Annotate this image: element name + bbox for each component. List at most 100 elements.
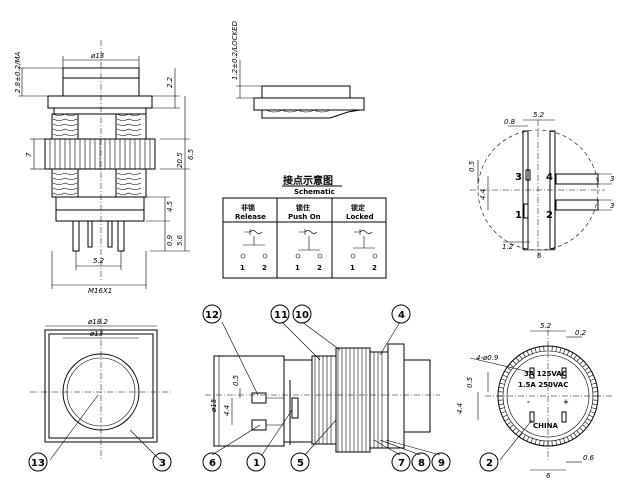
callout-10: 10 [292,304,312,324]
knurl-tick [588,414,594,418]
knurl-tick [526,350,530,356]
knurl-tick [530,438,533,444]
marking-minus: - [527,398,530,406]
dim-0-9: 0.9 [166,234,174,246]
schematic-col-pushon-cn: 锁住 [295,203,310,212]
knurl-tick [502,414,508,418]
knurl-tick [586,370,592,374]
knurl-tick [539,440,541,446]
schematic-pin-2a: 2 [262,264,267,272]
knurl-tick [504,418,510,422]
front-face-view: ø18.2 ø13 [30,318,172,461]
dim-top-0-5: 0.5 [468,160,476,172]
knurl-tick [515,430,520,435]
svg-text:13: 13 [31,458,45,469]
marking-rating-1: 3A 125VAC [524,370,567,378]
dim-br-4-4: 4.4 [456,403,464,414]
front-elevation-view: ø13 2.2 7 6.5 20.5 4.5 0.9 5.6 5.2 M16X1… [14,40,195,295]
schematic-pin-1c: 1 [350,264,355,272]
knurl-tick [506,367,512,371]
dim-bezel-diameter: ø18.2 [87,318,108,326]
callout-2: 2 [479,452,499,472]
knurl-tick [579,360,584,365]
dim-front-cap-diameter: ø13 [89,330,103,338]
knurl-tick [592,387,598,389]
svg-text:10: 10 [295,310,309,321]
knurl-tick [499,382,505,385]
callout-6: 6 [202,452,222,472]
callout-9: 9 [431,452,451,472]
schematic-pin-1b: 1 [295,264,300,272]
dim-br-6: 6 [546,472,551,480]
knurl-tick [555,440,557,446]
svg-text:7: 7 [398,458,405,469]
callout-8: 8 [411,452,431,472]
dim-6-5: 6.5 [187,148,195,160]
knurl-tick [555,346,557,352]
dim-cap-diameter: ø13 [90,52,104,60]
knurl-tick [498,387,504,389]
dim-body-diameter: ø15 [210,398,218,413]
knurl-tick [579,427,584,432]
callout-13: 13 [28,452,48,472]
svg-text:8: 8 [418,458,425,469]
dim-top-3b: 3 [610,202,614,210]
knurl-tick [526,436,530,442]
knurl-tick [498,403,504,405]
svg-text:6: 6 [209,458,216,469]
dim-br-0-6: 0.6 [583,454,595,462]
knurl-tick [534,439,537,445]
knurl-tick [559,439,562,445]
knurl-tick [519,432,523,438]
marking-rating-2: 1.5A 250VAC [518,381,568,389]
svg-text:12: 12 [205,310,219,321]
schematic-col-locked-en: Locked [346,213,374,221]
callout-11: 11 [270,304,290,324]
knurl-tick [506,421,512,425]
knurl-tick [566,436,570,442]
knurl-tick [584,367,590,371]
knurl-tick [588,374,594,378]
dim-travel-locked: 1.2±0.2/LOCKED [231,20,239,80]
knurl-tick [576,357,581,362]
knurl-tick [502,374,508,378]
svg-text:4: 4 [398,310,405,321]
callout-5: 5 [290,452,310,472]
knurl-tick [512,427,517,432]
callout-1: 1 [246,452,266,472]
pin-label-3: 3 [515,172,522,183]
svg-text:5: 5 [297,458,304,469]
schematic-subtitle: Schematic [294,188,335,196]
dim-side-4-4: 4.4 [223,405,231,416]
knurl-tick [591,382,597,385]
schematic-pin-2c: 2 [372,264,377,272]
dim-5-6: 5.6 [176,234,184,246]
svg-text:2: 2 [486,458,493,469]
svg-text:11: 11 [274,310,288,321]
bottom-view: 3A 125VAC 1.5A 250VAC - + CHINA 5.2 0.2 … [456,322,612,480]
knurl-tick [522,434,526,440]
knurl-tick [586,418,592,422]
schematic-col-release-en: Release [235,213,266,221]
schematic-col-locked-cn: 锁定 [350,203,365,212]
knurl-tick [576,430,581,435]
knurl-tick [570,352,574,358]
schematic-col-release-cn: 非锁 [241,203,255,212]
knurl-tick [534,347,537,353]
knurl-tick [499,407,505,410]
dim-top-4-4: 4.4 [479,189,487,200]
dim-7: 7 [25,152,33,157]
dim-side-0-5: 0.5 [232,374,240,386]
schematic-title: 接点示意图 [283,174,333,187]
dim-br-5-2: 5.2 [540,322,552,330]
knurl-tick [582,424,587,429]
callout-7: 7 [391,452,411,472]
knurl-tick [504,370,510,374]
dim-4-5: 4.5 [166,200,174,212]
dim-br-0-2: 0.2 [575,329,587,337]
knurl-tick [592,403,598,405]
pin-label-4: 4 [546,172,553,183]
dim-top-3a: 3 [610,175,614,183]
pin-label-2: 2 [546,210,553,221]
